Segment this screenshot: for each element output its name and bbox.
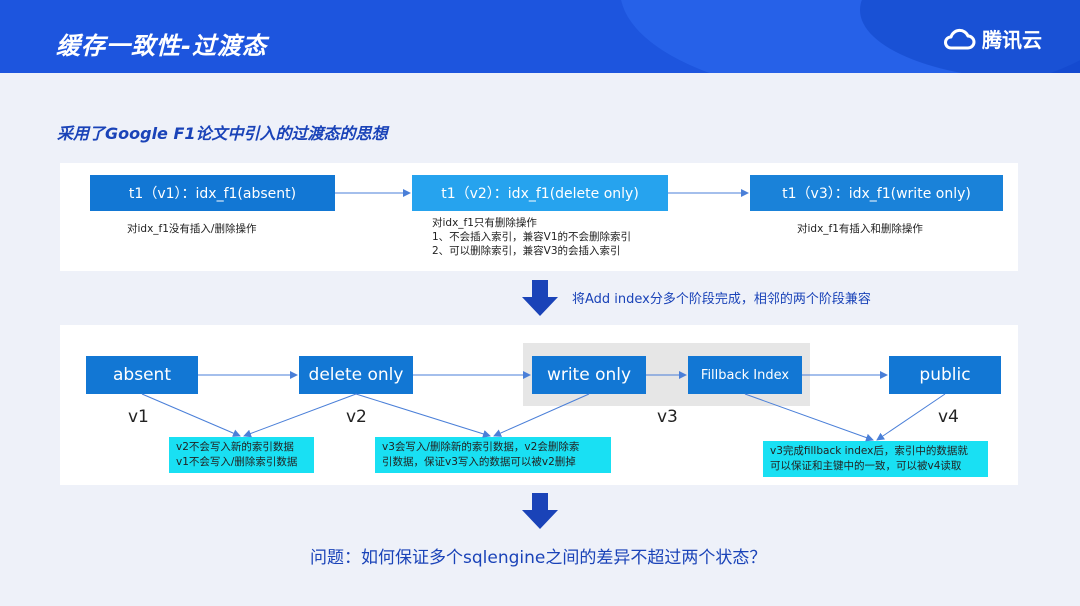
- note-line: 可以保证和主键中的一致，可以被v4读取: [770, 460, 962, 472]
- compat-note-v2-v3: v3会写入/删除新的索引数据，v2会删除索 引数据，保证v3写入的数据可以被v2…: [375, 437, 611, 473]
- version-label-v4: v4: [938, 407, 959, 427]
- down-arrow-icon: [522, 280, 558, 316]
- state-box-v1: t1（v1）：idx_f1(absent): [90, 175, 335, 211]
- state-desc-v3: 对idx_f1有插入和删除操作: [797, 222, 923, 236]
- note-line: v3完成fillback index后，索引中的数据就: [770, 445, 968, 457]
- stage-box-write-only: write only: [532, 356, 646, 394]
- header-bar: 缓存一致性-过渡态 腾讯云: [0, 0, 1080, 73]
- state-box-v2: t1（v2）：idx_f1(delete only): [412, 175, 668, 211]
- brand-logo-text: 腾讯云: [982, 28, 1042, 52]
- desc-line: 对idx_f1只有删除操作: [432, 217, 537, 229]
- brand-logo: 腾讯云: [942, 24, 1042, 53]
- state-desc-v2: 对idx_f1只有删除操作 1、不会插入索引，兼容V1的不会删除索引 2、可以删…: [432, 216, 631, 258]
- stage-box-fillback-index: Fillback Index: [688, 356, 802, 394]
- note-pointer: [141, 393, 241, 437]
- note-line: v3会写入/删除新的索引数据，v2会删除索: [382, 441, 580, 453]
- note-pointer: [744, 393, 874, 442]
- cloud-icon: [944, 28, 976, 49]
- section-subtitle: 采用了Google F1论文中引入的过渡态的思想: [57, 124, 388, 143]
- note-pointer: [243, 393, 357, 438]
- note-pointer: [876, 393, 946, 441]
- desc-line: 1、不会插入索引，兼容V1的不会删除索引: [432, 231, 632, 243]
- note-pointer: [493, 393, 590, 437]
- version-label-v3: v3: [657, 407, 678, 427]
- desc-line: 2、可以删除索引，兼容V3的会插入索引: [432, 245, 621, 257]
- note-line: 引数据，保证v3写入的数据可以被v2删掉: [382, 456, 576, 468]
- state-box-v3: t1（v3）：idx_f1(write only): [750, 175, 1003, 211]
- desc-line: 对idx_f1没有插入/删除操作: [127, 223, 257, 235]
- stage-box-public: public: [889, 356, 1001, 394]
- stage-banner: 将Add index分多个阶段完成，相邻的两个阶段兼容: [572, 292, 871, 307]
- open-question: 问题：如何保证多个sqlengine之间的差异不超过两个状态？: [310, 548, 767, 568]
- note-pointer: [355, 393, 491, 438]
- desc-line: 对idx_f1有插入和删除操作: [797, 223, 923, 235]
- stage-box-absent: absent: [86, 356, 198, 394]
- compat-note-v1-v2: v2不会写入新的索引数据 v1不会写入/删除索引数据: [169, 437, 314, 473]
- state-desc-v1: 对idx_f1没有插入/删除操作: [127, 222, 256, 236]
- down-arrow-icon: [522, 493, 558, 529]
- note-line: v1不会写入/删除索引数据: [176, 456, 298, 468]
- slide-title: 缓存一致性-过渡态: [56, 32, 267, 60]
- note-line: v2不会写入新的索引数据: [176, 441, 294, 453]
- compat-note-v3-v4: v3完成fillback index后，索引中的数据就 可以保证和主键中的一致，…: [763, 441, 988, 477]
- version-label-v2: v2: [346, 407, 367, 427]
- version-label-v1: v1: [128, 407, 149, 427]
- stage-box-delete-only: delete only: [299, 356, 413, 394]
- header-wave-decoration: [620, 0, 1080, 73]
